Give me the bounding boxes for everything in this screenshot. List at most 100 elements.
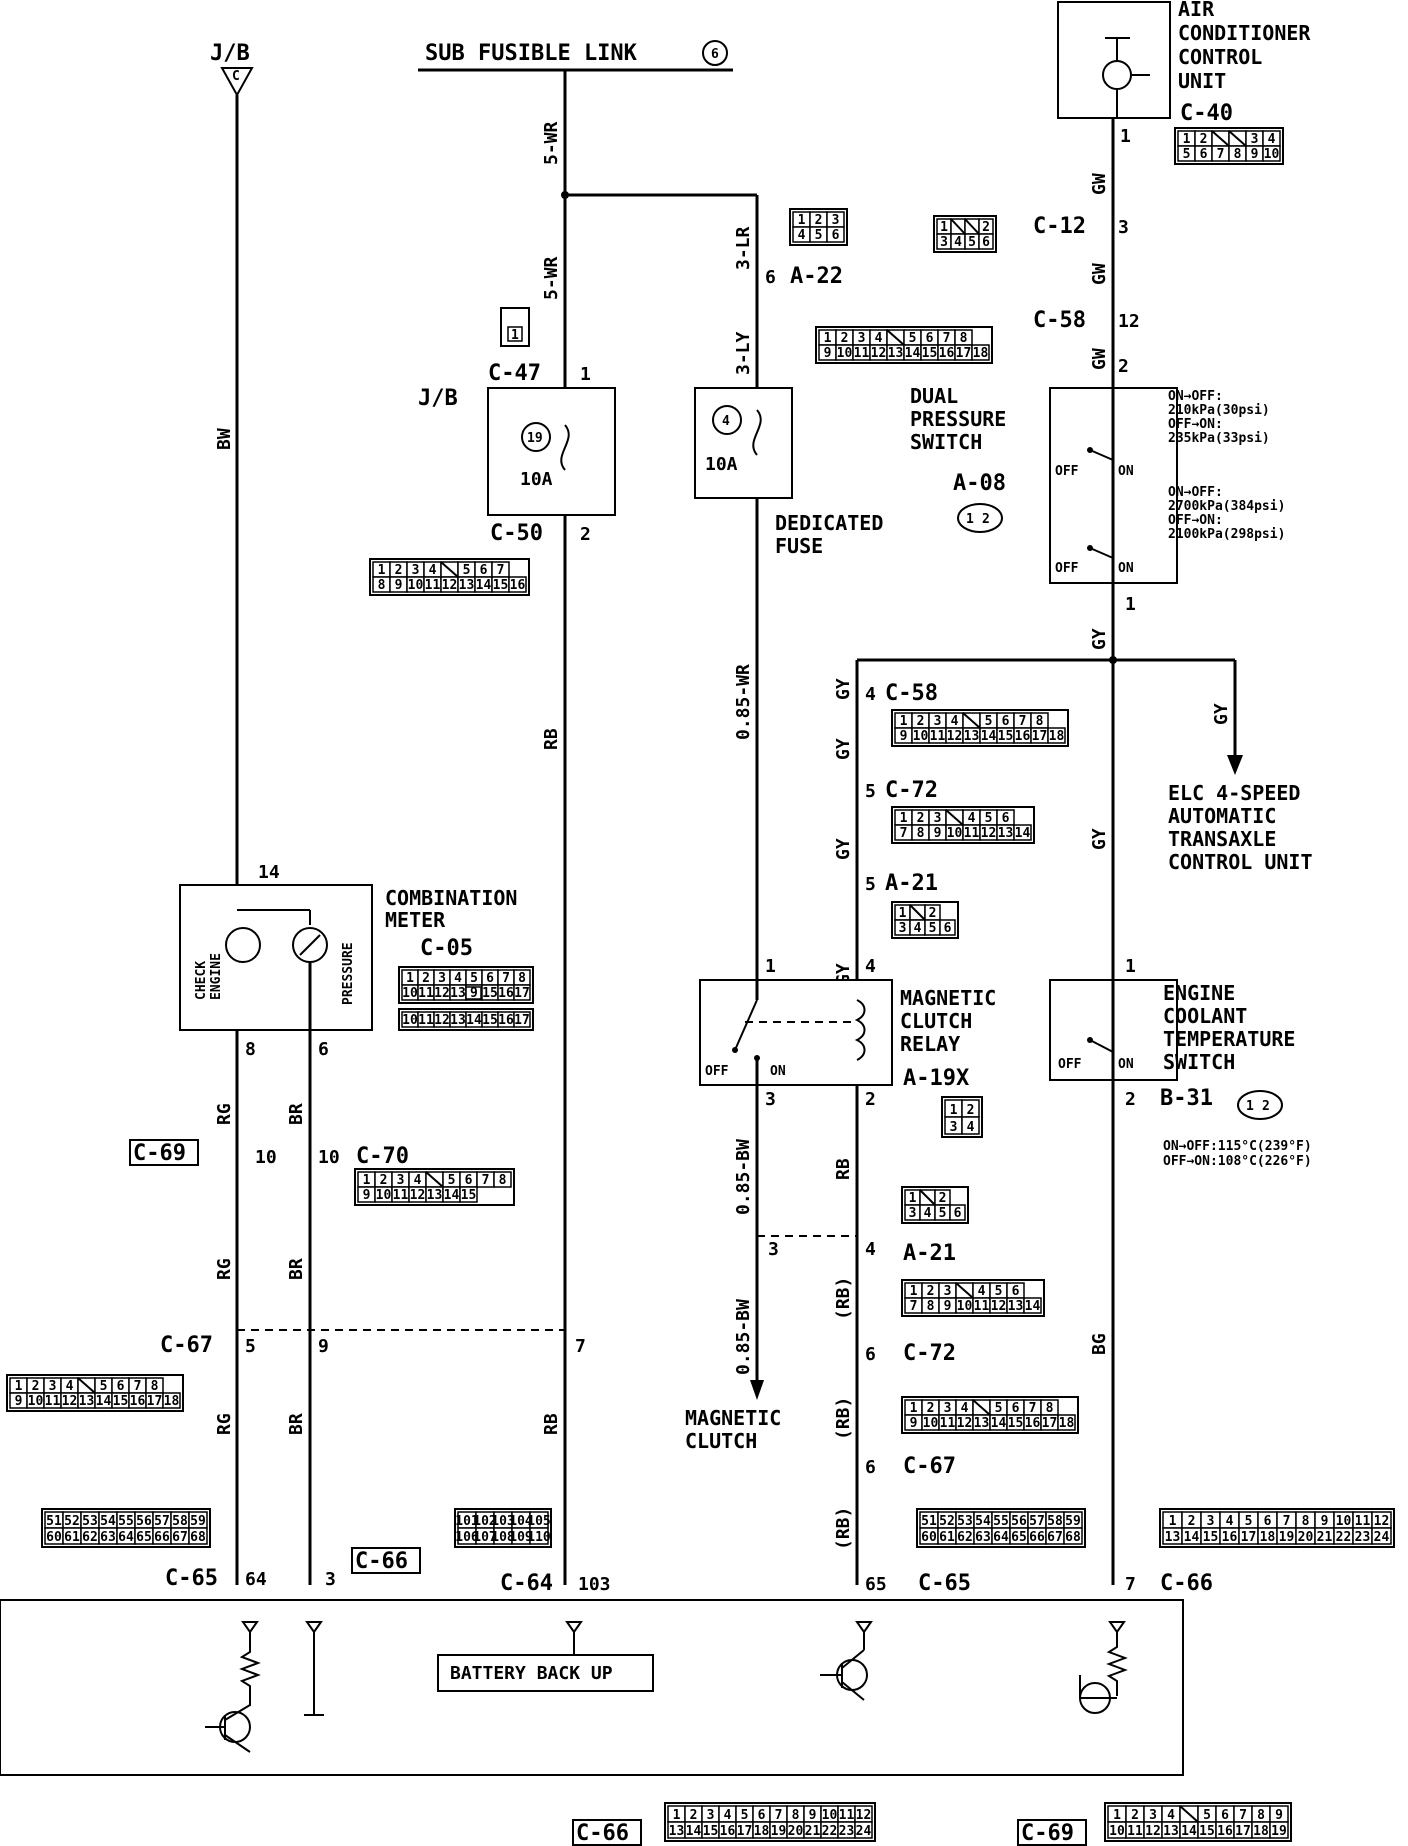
b31-pin1: 1 (1246, 1099, 1254, 1114)
connector-pin-number: 19 (1279, 1530, 1295, 1545)
connector-pin-number: 4 (1226, 1514, 1234, 1529)
connector-pin-number: 5 (100, 1379, 108, 1394)
connector-pin-cell (1063, 1527, 1083, 1545)
pin-c69-10: 10 (255, 1147, 277, 1168)
connector-pin-number: 16 (498, 986, 514, 1001)
connector-pin-number: 68 (1065, 1530, 1081, 1545)
pressure-spec2-line1: ON→OFF: (1168, 485, 1223, 500)
connector-pin-number: 11 (964, 826, 980, 841)
combination-meter-line2: METER (385, 908, 446, 932)
connector-pin-number: 5 (939, 1206, 947, 1221)
connector-pin-number: 15 (1199, 1824, 1215, 1839)
connector-pin-number: 4 (1268, 132, 1276, 147)
connector-pin-number: 4 (798, 228, 806, 243)
wire-label-rb-p2: (RB) (833, 1397, 854, 1440)
connector-pin-number: 17 (1235, 1824, 1251, 1839)
ects-off: OFF (1058, 1057, 1082, 1072)
pin-c66-7: 7 (1125, 1574, 1136, 1595)
pressure-spec1-line1: ON→OFF: (1168, 389, 1223, 404)
connector-pin-number: 9 (395, 578, 403, 593)
connector-pin-number: 1 (406, 971, 414, 986)
connector-pin-number: 3 (944, 1401, 952, 1416)
connector-pin-number: 2 (929, 906, 937, 921)
connector-pin-number: 3 (899, 921, 907, 936)
connector-pin-number: 8 (1046, 1401, 1054, 1416)
empty-pin-cross (440, 561, 459, 578)
connector-pin-number: 24 (1374, 1530, 1390, 1545)
connector-pin-number: 16 (939, 346, 955, 361)
connector-pin-number: 5 (1183, 147, 1191, 162)
connector-pin-number: 15 (998, 729, 1014, 744)
connector-pin-number: 58 (1047, 1514, 1063, 1529)
connector-pin-number: 8 (960, 331, 968, 346)
connector-pin-number: 19 (1271, 1824, 1287, 1839)
connector-pin-number: 14 (476, 578, 492, 593)
pin-a21-4: 4 (865, 1239, 876, 1260)
connector-pin-number: 53 (957, 1514, 973, 1529)
wire-label-gw2: GW (1089, 263, 1110, 285)
pin-c67-9: 9 (318, 1336, 329, 1357)
connector-pin-number: 9 (1251, 147, 1259, 162)
connector-pin-number: 7 (1029, 1401, 1037, 1416)
connector-pin-cell (1057, 1414, 1076, 1431)
connector-pin-number: 104 (509, 1514, 533, 1529)
pin-c12-3: 3 (1118, 217, 1129, 238)
connector-pin-number: 4 (724, 1808, 732, 1823)
wire-label-gw3: GW (1089, 348, 1110, 370)
connector-pin-number: 1 (940, 220, 948, 235)
connector-pin-number: 10 (923, 1416, 939, 1431)
connector-pin-number: 16 (1025, 1416, 1041, 1431)
connector-pin-number: 5 (968, 235, 976, 250)
connector-pin-number: 9 (900, 729, 908, 744)
ac-control-unit-box (1057, 1, 1171, 119)
connector-pin-number: 9 (363, 1188, 371, 1203)
connector-pin-number: 7 (134, 1379, 142, 1394)
connector-pin-number: 1 (950, 1103, 958, 1118)
pin-c58-4: 4 (865, 684, 876, 705)
connector-pin-number: 17 (1032, 729, 1048, 744)
connector-pin-cell (939, 919, 956, 936)
pin-c40-1: 1 (1120, 126, 1131, 147)
elc-line4: CONTROL UNIT (1168, 850, 1313, 874)
connector-pin-number: 2 (1200, 132, 1208, 147)
dps-off-2: OFF (1055, 561, 1079, 576)
pin-c65-65: 65 (865, 1574, 887, 1595)
connector-pin-number: 6 (954, 1206, 962, 1221)
connector-pin-number: 2 (32, 1379, 40, 1394)
connector-pin-number: 8 (1302, 1514, 1310, 1529)
connector-pin-cell (188, 1527, 208, 1545)
connector-pin-cell (459, 1186, 478, 1203)
connector-pin-number: 102 (473, 1514, 496, 1529)
empty-pin-cross (425, 1171, 444, 1188)
empty-pin-cross (1228, 130, 1247, 147)
connector-pin-number: 107 (473, 1530, 496, 1545)
connector-pin-number: 10 (408, 578, 424, 593)
connector-pin-number: 13 (459, 578, 475, 593)
connector-pin-number: 4 (924, 1206, 932, 1221)
pin-relay-1: 1 (765, 956, 776, 977)
connector-pin-number: 3 (934, 811, 942, 826)
connector-pin-number: 10 (28, 1394, 44, 1409)
connector-pin-number: 110 (527, 1530, 551, 1545)
connector-pin-number: 6 (465, 1173, 473, 1188)
pin-meter-6: 6 (318, 1039, 329, 1060)
connector-pin-number: 2 (1131, 1808, 1139, 1823)
connector-pin-number: 3 (909, 1206, 917, 1221)
connector-pin-number: 60 (46, 1530, 62, 1545)
empty-pin-cross (919, 1189, 936, 1206)
connector-pin-number: 2 (927, 1401, 935, 1416)
connector-pin-number: 5 (463, 563, 471, 578)
connector-pin-number: 4 (875, 331, 883, 346)
connector-pin-number: 18 (1253, 1824, 1269, 1839)
ac-control-unit-line3: CONTROL (1178, 45, 1262, 69)
connector-pin-number: 6 (486, 971, 494, 986)
a21-mid-label: A-21 (885, 871, 938, 896)
connector-pin-number: 6 (1002, 714, 1010, 729)
connector-pin-number: 18 (1059, 1416, 1075, 1431)
connector-pin-number: 11 (1127, 1824, 1143, 1839)
gauge-needle (299, 934, 321, 956)
jb-top-label: J/B (210, 41, 250, 66)
